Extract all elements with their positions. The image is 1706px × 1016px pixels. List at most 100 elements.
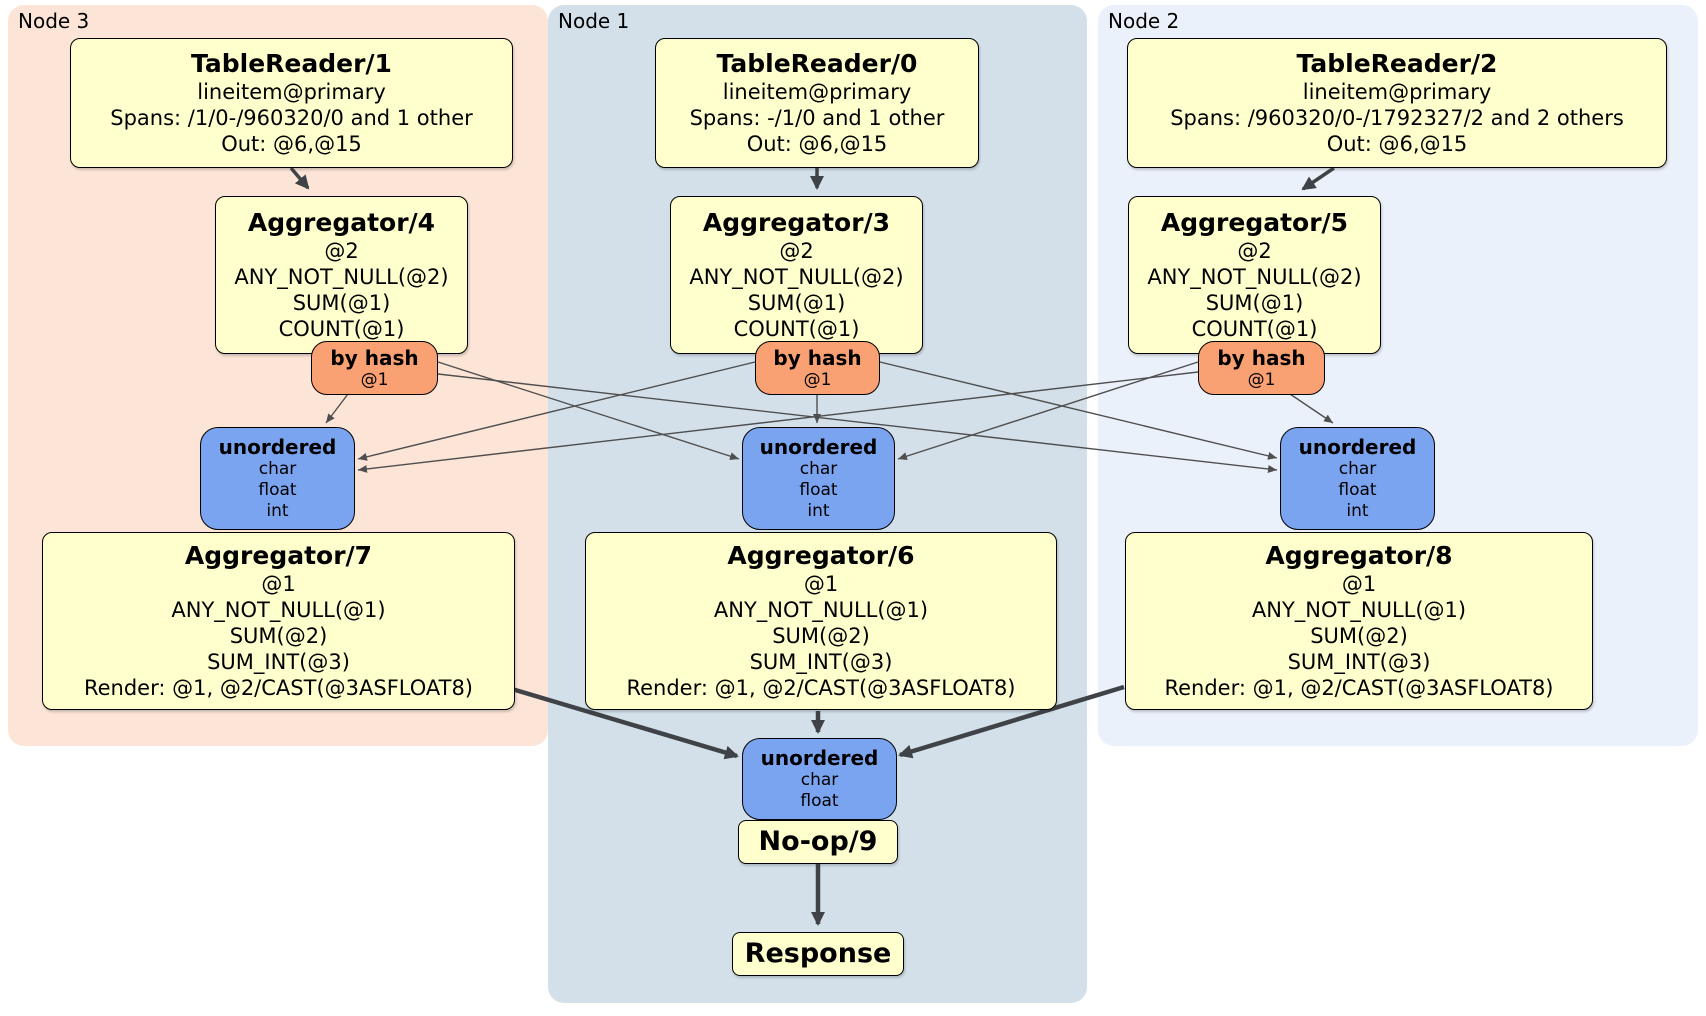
sync-detail: int xyxy=(807,501,830,521)
processor-tablereader-2: TableReader/2 lineitem@primary Spans: /9… xyxy=(1127,38,1667,168)
edge-tr2-agg5 xyxy=(1301,166,1335,191)
edge-router2-sync3 xyxy=(357,371,1199,473)
processor-tablereader-0: TableReader/0 lineitem@primary Spans: -/… xyxy=(655,38,979,168)
sync-detail: float xyxy=(1338,480,1377,500)
region-label-node1: Node 1 xyxy=(558,9,630,33)
edge-router3-sync1 xyxy=(437,361,740,461)
processor-detail: Spans: /1/0-/960320/0 and 1 other xyxy=(110,106,473,130)
processor-detail: Spans: -/1/0 and 1 other xyxy=(689,106,945,130)
sync-detail: int xyxy=(1346,501,1369,521)
router-title: by hash xyxy=(330,346,419,370)
router-title: by hash xyxy=(773,346,862,370)
sync-detail: char xyxy=(1338,459,1377,479)
edge-router2-sync1 xyxy=(897,361,1199,461)
processor-detail: SUM(@2) xyxy=(772,624,870,648)
router-by-hash-node3: by hash @1 xyxy=(311,341,438,395)
router-by-hash-node1: by hash @1 xyxy=(755,341,880,395)
edge-router3-sync3 xyxy=(325,393,349,424)
processor-detail: SUM(@1) xyxy=(1205,291,1304,315)
processor-detail: Out: @6,@15 xyxy=(221,132,362,156)
processor-aggregator-4: Aggregator/4 @2 ANY_NOT_NULL(@2) SUM(@1)… xyxy=(215,196,468,354)
processor-aggregator-8: Aggregator/8 @1 ANY_NOT_NULL(@1) SUM(@2)… xyxy=(1125,532,1593,710)
processor-detail: SUM(@2) xyxy=(1310,624,1408,648)
processor-detail: SUM(@1) xyxy=(747,291,846,315)
router-title: by hash xyxy=(1217,346,1306,370)
sync-detail: char xyxy=(800,770,839,790)
router-detail: @1 xyxy=(803,370,832,390)
processor-detail: ANY_NOT_NULL(@2) xyxy=(1147,265,1362,289)
processor-detail: lineitem@primary xyxy=(1302,80,1492,104)
sync-title: unordered xyxy=(1298,435,1417,459)
sync-detail: char xyxy=(258,459,297,479)
processor-title: Aggregator/5 xyxy=(1160,208,1349,237)
edge-router2-sync2 xyxy=(1289,393,1334,424)
processor-tablereader-1: TableReader/1 lineitem@primary Spans: /1… xyxy=(70,38,513,168)
processor-aggregator-3: Aggregator/3 @2 ANY_NOT_NULL(@2) SUM(@1)… xyxy=(670,196,923,354)
processor-aggregator-7: Aggregator/7 @1 ANY_NOT_NULL(@1) SUM(@2)… xyxy=(42,532,515,710)
processor-detail: Spans: /960320/0-/1792327/2 and 2 others xyxy=(1170,106,1624,130)
processor-title: Aggregator/8 xyxy=(1265,541,1453,570)
processor-detail: @2 xyxy=(1237,239,1272,263)
router-by-hash-node2: by hash @1 xyxy=(1198,341,1325,395)
processor-aggregator-6: Aggregator/6 @1 ANY_NOT_NULL(@1) SUM(@2)… xyxy=(585,532,1057,710)
processor-detail: lineitem@primary xyxy=(197,80,386,104)
processor-detail: Render: @1, @2/CAST(@3ASFLOAT8) xyxy=(626,676,1016,700)
processor-detail: Out: @6,@15 xyxy=(1326,132,1468,156)
processor-detail: Render: @1, @2/CAST(@3ASFLOAT8) xyxy=(83,676,474,700)
processor-detail: ANY_NOT_NULL(@1) xyxy=(713,598,929,622)
processor-detail: SUM_INT(@3) xyxy=(749,650,893,674)
processor-detail: COUNT(@1) xyxy=(1191,317,1318,341)
sync-unordered-node2: unordered char float int xyxy=(1280,427,1435,530)
processor-title: Aggregator/4 xyxy=(247,208,436,237)
sync-detail: float xyxy=(799,480,838,500)
processor-detail: @1 xyxy=(261,572,296,596)
sync-detail: float xyxy=(800,791,839,811)
processor-title: Aggregator/3 xyxy=(702,208,891,237)
processor-detail: SUM_INT(@3) xyxy=(207,650,350,674)
processor-detail: @1 xyxy=(1341,572,1377,596)
processor-aggregator-5: Aggregator/5 @2 ANY_NOT_NULL(@2) SUM(@1)… xyxy=(1128,196,1381,354)
sync-title: unordered xyxy=(760,746,879,770)
router-detail: @1 xyxy=(360,370,389,390)
processor-detail: @1 xyxy=(803,572,839,596)
edge-router3-sync2 xyxy=(437,373,1278,473)
processor-title: TableReader/1 xyxy=(191,49,392,78)
processor-detail: COUNT(@1) xyxy=(278,317,405,341)
processor-title: No-op/9 xyxy=(758,826,878,857)
region-label-node3: Node 3 xyxy=(18,9,90,33)
processor-title: Response xyxy=(744,938,892,969)
sync-title: unordered xyxy=(759,435,878,459)
edge-router1-sync2 xyxy=(879,361,1278,460)
edge-tr1-agg4 xyxy=(289,166,310,190)
processor-detail: SUM(@1) xyxy=(292,291,391,315)
processor-title: Aggregator/7 xyxy=(184,541,373,570)
sync-detail: char xyxy=(799,459,838,479)
processor-noop-9: No-op/9 xyxy=(738,820,898,864)
sync-title: unordered xyxy=(218,435,337,459)
region-label-node2: Node 2 xyxy=(1108,9,1180,33)
response-box: Response xyxy=(732,932,904,976)
edge-agg7-finalsync xyxy=(511,686,739,760)
processor-detail: ANY_NOT_NULL(@2) xyxy=(234,265,449,289)
processor-title: Aggregator/6 xyxy=(727,541,915,570)
processor-detail: Out: @6,@15 xyxy=(746,132,888,156)
sync-detail: float xyxy=(258,480,297,500)
processor-detail: SUM(@2) xyxy=(229,624,328,648)
sync-unordered-node3: unordered char float int xyxy=(200,427,355,530)
processor-detail: COUNT(@1) xyxy=(733,317,860,341)
edge-router1-sync3 xyxy=(357,361,756,461)
processor-detail: SUM_INT(@3) xyxy=(1287,650,1431,674)
processor-title: TableReader/2 xyxy=(1296,49,1498,78)
processor-title: TableReader/0 xyxy=(716,49,918,78)
processor-detail: ANY_NOT_NULL(@2) xyxy=(689,265,904,289)
processor-detail: @2 xyxy=(324,239,359,263)
sync-unordered-final: unordered char float xyxy=(742,738,897,820)
processor-detail: Render: @1, @2/CAST(@3ASFLOAT8) xyxy=(1164,676,1554,700)
processor-detail: @2 xyxy=(779,239,814,263)
sync-detail: int xyxy=(266,501,289,521)
processor-detail: ANY_NOT_NULL(@1) xyxy=(1251,598,1467,622)
processor-detail: ANY_NOT_NULL(@1) xyxy=(171,598,386,622)
edge-agg8-finalsync xyxy=(898,684,1125,759)
